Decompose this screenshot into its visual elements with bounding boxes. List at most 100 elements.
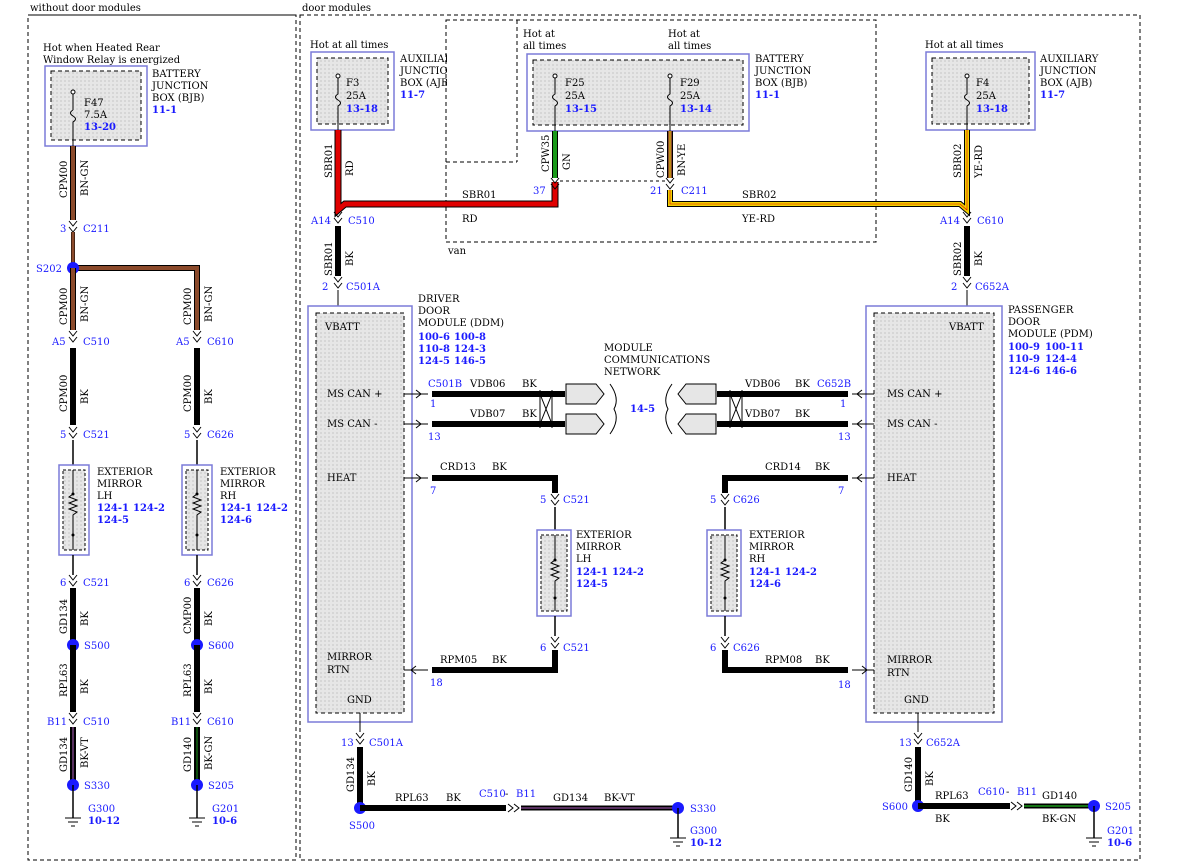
ddm-ref-2a: 110-8 [418, 344, 450, 355]
mcn-label-l2: COMMUNICATIONS [604, 355, 710, 366]
ground-g300-right-ref: 10-12 [690, 838, 722, 849]
fuse-f3-icon [335, 76, 341, 130]
pin-b11-bottom-left: B11 [516, 789, 536, 800]
wire-label-rh-cmp00: CMP00 [183, 597, 194, 634]
fuse-f29-rating: 25A [680, 91, 701, 102]
connector-c510-lh: C510 [83, 337, 110, 348]
connector-c501b: C501B [428, 379, 462, 390]
pin-13-gnd-pdm: 13 [899, 738, 912, 749]
fuse-f25-icon [552, 76, 558, 131]
connector-c510-b11-lh: C510 [83, 717, 110, 728]
fuse-f4-rating: 25A [976, 91, 997, 102]
bjb-center-label-l2: JUNCTION [754, 66, 812, 77]
pin-7-pdm: 7 [838, 486, 844, 497]
connector-c510-lh-icon [68, 330, 78, 343]
wire-label-sbr01-bk: SBR01 [324, 242, 335, 276]
wire-label-vdb07-left: VDB07 [469, 409, 505, 420]
mirror-rh-right-label-l2: MIRROR [749, 542, 794, 553]
fuse-f47-name: F47 [84, 98, 104, 109]
ajb-right-box [925, 51, 1036, 131]
fuse-f47-node [70, 89, 76, 95]
fuse-f25-rating: 25A [565, 91, 586, 102]
ddm-can-minus-arrow-icon [415, 419, 422, 429]
wire-color-rpl63-left: BK [446, 793, 461, 804]
ddm-ref-1b: 100-8 [454, 332, 486, 343]
fuse-f47-rating: 7.5A [84, 110, 108, 121]
pin-18-pdm: 18 [838, 680, 851, 691]
bjb-center-inner [532, 59, 744, 126]
wire-color-gd140-v: BK [925, 771, 936, 786]
wire-color-rh-bkgn: BK-GN [204, 736, 215, 770]
ddm-mirror-rtn-l2: RTN [327, 665, 350, 676]
pin-18-ddm: 18 [430, 678, 443, 689]
connector-c652b: C652B [817, 379, 851, 390]
mirror-lh-label-l2: MIRROR [97, 479, 142, 490]
connector-c626-right-bot: C626 [733, 643, 760, 654]
pin-a14-right: A14 [939, 216, 960, 227]
bjb-center-box [526, 53, 750, 132]
mirror-lh-box-left [58, 464, 90, 556]
ddm-ref-2b: 124-3 [454, 344, 486, 355]
pin-c211: 3 [60, 224, 66, 235]
fuse-f4-node [964, 73, 970, 79]
wire-color-sbr02-v: YE-RD [974, 145, 985, 179]
wire-label-sbr02-v: SBR02 [953, 144, 964, 178]
wire-color-rh-rpl63: BK [204, 679, 215, 694]
pdm-mirror-rtn-l1: MIRROR [887, 655, 932, 666]
wire-label-gd134-h: GD134 [553, 793, 588, 804]
fuse-f29-node [667, 73, 673, 79]
connector-c626-rh-top-icon [192, 426, 202, 439]
wire-label-lh-cpm00: CPM00 [59, 288, 70, 325]
pin-6-c626-right: 6 [710, 643, 716, 654]
connector-c510-a14: C510 [348, 216, 375, 227]
connector-c521-right-bot-icon [550, 636, 560, 649]
pin-7-ddm: 7 [430, 486, 436, 497]
connector-c610-a14: C610 [977, 216, 1004, 227]
wire-crd14 [722, 475, 848, 493]
network-arrow-left-minus [565, 413, 605, 435]
wire-color-sbr01-rd-h: RD [462, 214, 478, 225]
mirror-rh-inner-right [710, 534, 738, 612]
wire-sbr02-yellow-inner [668, 130, 969, 215]
wire-color-sbr01-rd-v: RD [345, 160, 356, 176]
ddm-module-inner [315, 312, 405, 714]
fuse-f25-name: F25 [565, 78, 585, 89]
mirror-rh-right-ref2: 124-2 [785, 567, 817, 578]
wire-s202-branch-inner [73, 266, 199, 330]
mirror-lh-right-node-top [553, 558, 557, 562]
wire-label-cpw00: CPW00 [656, 141, 667, 178]
connector-c510-b11-lh-icon [68, 712, 78, 725]
connector-c610-b11-bottom: C610 [978, 787, 1005, 798]
ajb-right-ref: 11-7 [1040, 90, 1065, 101]
pdm-vbatt: VBATT [948, 322, 984, 333]
wire-label-sbr02-bk: SBR02 [953, 242, 964, 276]
ddm-heat: HEAT [327, 473, 357, 484]
mirror-rh-right-label-l3: RH [749, 554, 766, 565]
network-bracket-left [609, 383, 617, 435]
wire-label-rpm08: RPM08 [765, 655, 802, 666]
fuse-f47-icon [70, 92, 76, 146]
mcn-label-l1: MODULE [604, 343, 653, 354]
mirror-lh-right-label-l3: LH [576, 554, 592, 565]
ground-g300-left-ref: 10-12 [88, 816, 120, 827]
fuse-f4-ref: 13-18 [976, 104, 1008, 115]
network-bracket-right [665, 383, 673, 435]
connector-c610-a14-icon [962, 211, 972, 224]
pin-1-pdm: 1 [840, 399, 846, 410]
left-circuit: Hot when Heated Rear Window Relay is ene… [36, 43, 288, 827]
connector-c521-right-top-icon [550, 493, 560, 506]
van-frame [445, 19, 877, 243]
van-label: van [447, 246, 467, 257]
mirror-lh-right-ref2: 124-2 [612, 567, 644, 578]
ddm-label-l2: DOOR [418, 306, 450, 317]
mirror-lh-inner-left [62, 469, 86, 551]
connector-c521-lh-top-icon [68, 426, 78, 439]
heater-element-lh-icon [67, 470, 79, 550]
wire-label-sbr01-v: SBR01 [324, 144, 335, 178]
bjb-box-left [44, 65, 148, 147]
mirror-lh-box-right [536, 529, 572, 617]
splice-s330-left-label: S330 [84, 781, 110, 792]
ddm-label-l3: MODULE (DDM) [418, 318, 504, 329]
pdm-label-l3: MODULE (PDM) [1008, 329, 1093, 340]
